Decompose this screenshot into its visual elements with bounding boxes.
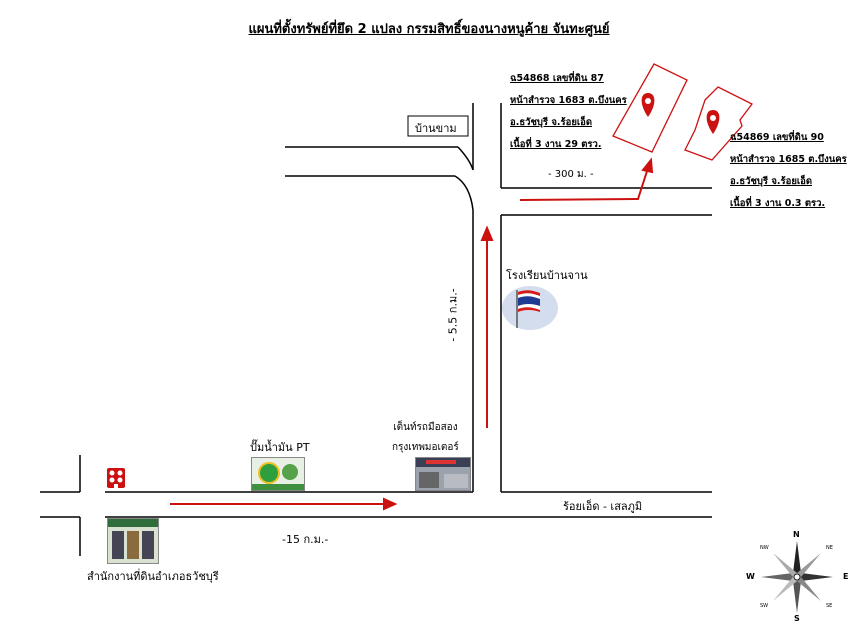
compass-s: S [794, 614, 800, 623]
school-label: โรงเรียนบ้านจาน [506, 269, 588, 282]
plot-info-line: ฉ54869 เลขที่ดิน 90 [730, 132, 824, 143]
land-plots [612, 63, 753, 161]
pin-icon [641, 93, 655, 117]
compass-nw: NW [760, 545, 769, 551]
compass-se: SE [826, 603, 833, 609]
road-edge [457, 146, 474, 171]
ban-kham-label: บ้านขาม [415, 122, 457, 135]
plot-info-line: ฉ54868 เลขที่ดิน 87 [510, 73, 604, 84]
thai-flag-icon [502, 286, 558, 330]
traffic-light-icon [107, 468, 125, 488]
route-arrowhead [480, 225, 494, 241]
road-name-label: ร้อยเอ็ด - เสลภูมิ [563, 500, 643, 513]
used-car-label-line: กรุงเทพมอเตอร์ [392, 442, 459, 453]
gas-station-image [251, 457, 305, 491]
ban-kham-sign [407, 115, 469, 137]
compass-rose-icon [761, 541, 833, 613]
route-arrowhead [641, 157, 654, 174]
land-office-image [107, 518, 159, 564]
used-car-image [415, 457, 471, 491]
pin-icon [706, 110, 720, 134]
compass-n: N [793, 530, 800, 539]
gas-station-label: ปั๊มน้ำมัน PT [250, 441, 310, 454]
plot-info-line: หน้าสำรวจ 1683 ต.บึงนคร [510, 95, 627, 106]
location-pins [641, 93, 720, 134]
compass-sw: SW [760, 603, 769, 609]
compass-w: W [746, 572, 755, 581]
plot-info-87: ฉ54868 เลขที่ดิน 87 หน้าสำรวจ 1683 ต.บึง… [510, 68, 627, 156]
distance-5-5km-label: - 5.5 ก.ม.- [446, 288, 460, 342]
distance-15km-label: -15 ก.ม.- [282, 533, 329, 546]
land-plot-90 [684, 86, 753, 161]
road-edge [454, 175, 474, 211]
plot-info-line: เนื้อที่ 3 งาน 29 ตรว. [510, 139, 602, 150]
route-arrowhead [383, 497, 398, 511]
land-plot-87 [612, 63, 688, 153]
plot-info-line: อ.ธวัชบุรี จ.ร้อยเอ็ด [730, 176, 813, 187]
plot-info-line: อ.ธวัชบุรี จ.ร้อยเอ็ด [510, 117, 593, 128]
roads [40, 103, 712, 556]
map-title: แผนที่ตั้งทรัพย์ที่ยึด 2 แปลง กรรมสิทธิ์… [248, 22, 610, 37]
compass-ne: NE [826, 545, 833, 551]
land-office-label: สำนักงานที่ดินอำเภอธวัชบุรี [87, 570, 219, 583]
route-line [519, 167, 649, 201]
compass-e: E [843, 572, 849, 581]
distance-300m-label: - 300 ม. - [548, 169, 594, 180]
used-car-label: เต็นท์รถมือสอง กรุงเทพมอเตอร์ [392, 418, 459, 458]
used-car-label-line: เต็นท์รถมือสอง [393, 422, 458, 433]
plot-info-line: หน้าสำรวจ 1685 ต.บึงนคร [730, 154, 847, 165]
plot-info-90: ฉ54869 เลขที่ดิน 90 หน้าสำรวจ 1685 ต.บึง… [730, 127, 847, 215]
plot-info-line: เนื้อที่ 3 งาน 0.3 ตรว. [730, 198, 826, 209]
route [170, 157, 654, 511]
